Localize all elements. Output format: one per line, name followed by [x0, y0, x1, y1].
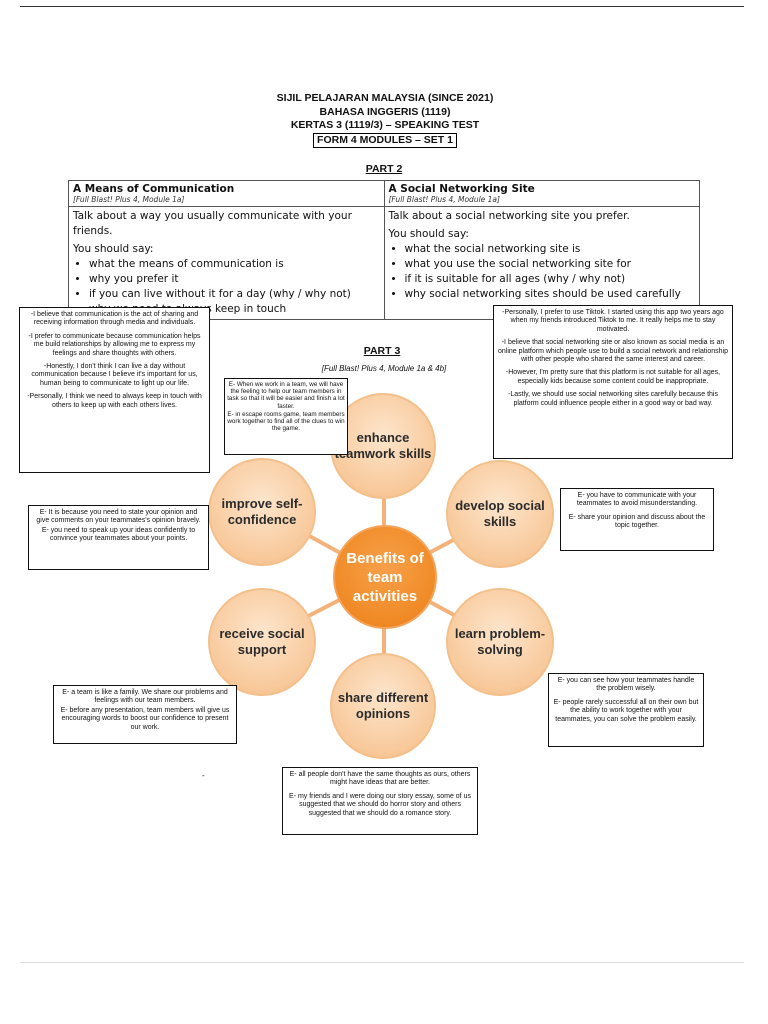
list-item: why you prefer it	[89, 272, 380, 287]
note-confidence-examples: E- It is because you need to state your …	[28, 505, 209, 570]
bottom-rule	[20, 962, 744, 963]
bubble-learn-problem-solving: learn problem-solving	[446, 588, 554, 696]
note-line: -Personally, I prefer to use Tiktok. I s…	[502, 309, 724, 333]
part2-cue-cards: A Means of Communication [Full Blast! Pl…	[68, 180, 700, 320]
card-right-heading: A Social Networking Site	[388, 183, 535, 195]
card-communication: A Means of Communication [Full Blast! Pl…	[68, 180, 385, 207]
card-left-should: You should say:	[73, 243, 154, 255]
bubble-share-opinions: share different opinions	[330, 653, 436, 759]
note-line: E- in escape rooms game, team members wo…	[227, 410, 345, 433]
list-item: what you use the social networking site …	[405, 257, 696, 272]
note-social-skills-examples: E- you have to communicate with your tea…	[560, 488, 714, 551]
card-right-should: You should say:	[388, 228, 469, 240]
part3-title: PART 3	[363, 345, 401, 357]
list-item: what the social networking site is	[405, 242, 696, 257]
card-left-heading: A Means of Communication	[73, 183, 235, 195]
card-right-body: Talk about a social networking site you …	[383, 206, 700, 320]
card-left-prompt: Talk about a way you usually communicate…	[73, 210, 352, 237]
note-opinions-examples: E- all people don't have the same though…	[282, 767, 478, 835]
note-line: -I believe that communication is the act…	[30, 311, 199, 327]
header-line-1: SIJIL PELAJARAN MALAYSIA (SINCE 2021)	[276, 92, 494, 104]
note-line: -Honestly, I don't think I can live a da…	[31, 363, 198, 387]
note-teamwork-examples: E- When we work in a team, we will have …	[224, 378, 348, 455]
note-social-network-answers: -Personally, I prefer to use Tiktok. I s…	[493, 305, 733, 459]
note-line: E- you can see how your teammates handle…	[557, 677, 695, 693]
note-line: E- a team is like a family. We share our…	[62, 689, 228, 705]
card-left-body: Talk about a way you usually communicate…	[68, 206, 385, 320]
header-line-2: BAHASA INGGERIS (1119)	[319, 105, 451, 118]
card-left-ref: [Full Blast! Plus 4, Module 1a]	[73, 195, 185, 204]
note-line: E- you need to speak up your ideas confi…	[41, 526, 196, 543]
card-right-ref: [Full Blast! Plus 4, Module 1a]	[388, 195, 500, 204]
list-item: why social networking sites should be us…	[405, 287, 696, 302]
bubble-receive-support: receive social support	[208, 588, 316, 696]
note-line: -Lastly, we should use social networking…	[508, 391, 718, 407]
note-line: -I believe that social networking site o…	[498, 339, 728, 364]
document-header: SIJIL PELAJARAN MALAYSIA (SINCE 2021) BA…	[150, 92, 620, 148]
note-line: E- people rarely successful all on their…	[553, 698, 699, 723]
card-right-bullets: what the social networking site is what …	[389, 242, 696, 302]
list-item: if you can live without it for a day (wh…	[89, 287, 380, 302]
note-line: E- before any presentation, team members…	[60, 706, 230, 731]
note-line: E- share your opinion and discuss about …	[568, 513, 706, 530]
list-item: if it is suitable for all ages (why / wh…	[405, 272, 696, 287]
part3-ref: [Full Blast! Plus 4, Module 1a & 4b]	[321, 364, 447, 373]
bubble-improve-confidence: improve self-confidence	[208, 458, 316, 566]
top-rule	[20, 6, 744, 7]
note-line: E- all people don't have the same though…	[289, 771, 471, 787]
card-social-network: A Social Networking Site [Full Blast! Pl…	[383, 180, 700, 207]
list-item: what the means of communication is	[89, 257, 380, 272]
note-communication-answers: -I believe that communication is the act…	[19, 307, 210, 473]
note-line: -Personally, I think we need to always k…	[27, 393, 202, 409]
note-line: E- When we work in a team, we will have …	[227, 381, 345, 410]
part2-title: PART 2	[365, 163, 403, 175]
note-line: -However, I'm pretty sure that this plat…	[505, 369, 721, 385]
header-line-4: FORM 4 MODULES – SET 1	[313, 132, 457, 148]
stray-mark: -	[202, 771, 205, 780]
note-problem-solving-examples: E- you can see how your teammates handle…	[548, 673, 704, 747]
note-line: E- my friends and I were doing our story…	[289, 792, 471, 817]
note-support-examples: E- a team is like a family. We share our…	[53, 685, 237, 744]
note-line: E- It is because you need to state your …	[36, 509, 201, 525]
header-line-3: KERTAS 3 (1119/3) – SPEAKING TEST	[290, 119, 480, 131]
center-topic: Benefits of team activities	[333, 525, 437, 629]
bubble-develop-social: develop social skills	[446, 460, 554, 568]
card-right-prompt: Talk about a social networking site you …	[388, 210, 630, 222]
note-line: -I prefer to communicate because communi…	[28, 332, 201, 357]
note-line: E- you have to communicate with your tea…	[576, 492, 698, 508]
